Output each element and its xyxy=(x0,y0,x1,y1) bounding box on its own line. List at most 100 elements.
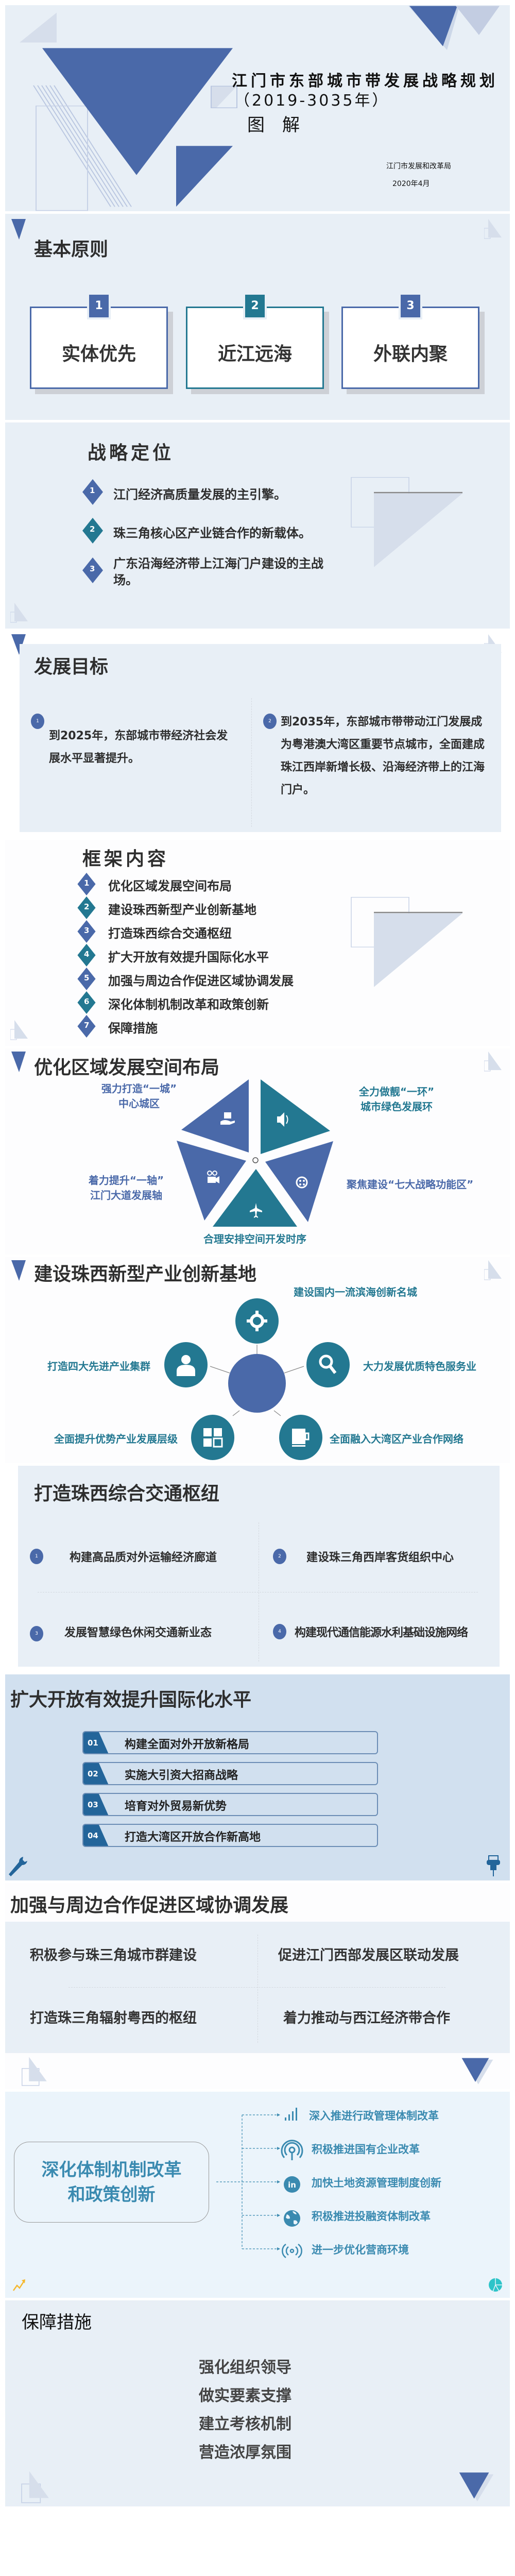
center-line-2: 和政策创新 xyxy=(67,2184,156,2205)
center-line-1: 深化体制机制改革 xyxy=(41,2160,182,2180)
diamond-badge xyxy=(82,479,103,505)
cooperation-item: 着力推动与西江经济带合作 xyxy=(283,2010,450,2026)
principles-slide: 基本原则 1 实体优先 2 近江远海 3 外联内聚 xyxy=(5,214,510,420)
corner-triangle-icon xyxy=(11,1260,26,1281)
diamond-badge xyxy=(77,896,96,919)
signal-bars-icon xyxy=(285,2108,297,2121)
decoration-triangle xyxy=(351,897,462,987)
label-bottom-right: 全面融入大湾区产业合作网络 xyxy=(330,1433,464,1445)
segment-sequence xyxy=(213,1169,297,1227)
label-top: 建设国内一流滨海创新名城 xyxy=(294,1286,417,1298)
layout-slide: 优化区域发展空间布局 强力打造“一城”中心城区 全力做靓“一环”城市绿色发展环 … xyxy=(5,1048,510,1255)
pie-chart-icon xyxy=(489,2278,502,2292)
corner-page-icon xyxy=(10,1020,28,1040)
number-dot: 1 xyxy=(31,714,44,729)
divider xyxy=(251,698,252,827)
section-title: 优化区域发展空间布局 xyxy=(34,1057,220,1078)
item-text: 珠三角核心区产业链合作的新载体。 xyxy=(113,526,311,540)
item-text: 江门经济高质量发展的主引擎。 xyxy=(113,487,286,502)
plug-icon xyxy=(487,1855,500,1876)
badge-number: 7 xyxy=(84,1021,90,1030)
linkedin-icon: in xyxy=(284,2176,300,2193)
goals-slide: 发展目标 1 到2025年，东部城市带经济社会发展水平显著提升。 2 到2035… xyxy=(5,631,510,837)
safeguard-item: 强化组织领导 xyxy=(199,2359,291,2377)
badge-number: 3 xyxy=(84,926,90,935)
cover-slide: 江门市东部城市带发展战略规划 （2019-3035年） 图 解 江门市发展和改革… xyxy=(5,5,510,211)
badge-number: 3 xyxy=(90,564,95,573)
corner-page-icon xyxy=(21,2471,49,2503)
diamond-badge xyxy=(77,1015,96,1038)
reform-item: 进一步优化营商环境 xyxy=(312,2244,409,2256)
number-dot: 1 xyxy=(30,1549,43,1564)
segment-zones xyxy=(265,1141,333,1222)
wrench-icon xyxy=(9,1857,27,1876)
gear-icon xyxy=(235,1298,279,1344)
cup-icon xyxy=(279,1415,322,1460)
diamond-badge xyxy=(77,920,96,943)
badge-number: 6 xyxy=(84,997,90,1006)
podcast-icon xyxy=(281,2140,303,2160)
item-text: 建设珠三角西岸客货组织中心 xyxy=(306,1551,454,1564)
principle-card: 3 外联内聚 xyxy=(341,293,479,389)
search-icon xyxy=(306,1342,350,1387)
item-text: 建设珠西新型产业创新基地 xyxy=(108,903,256,917)
card-label: 外联内聚 xyxy=(373,344,448,365)
grid-icon xyxy=(191,1415,234,1460)
globe-icon xyxy=(284,2210,300,2227)
principle-card: 1 实体优先 xyxy=(30,293,168,389)
cover-subtitle: 图 解 xyxy=(247,115,300,135)
transport-slide: 打造珠西综合交通枢纽 1 构建高品质对外运输经济廊道 2 建设珠三角西岸客货组织… xyxy=(5,1466,510,1672)
number-dot: 4 xyxy=(273,1624,286,1639)
badge-number: 5 xyxy=(84,973,90,982)
diamond-badge xyxy=(77,944,96,967)
section-title: 保障措施 xyxy=(22,2312,92,2333)
diamond-badge xyxy=(77,968,96,990)
principle-card: 2 近江远海 xyxy=(186,293,324,389)
diamond-badge xyxy=(82,557,103,583)
svg-text:in: in xyxy=(288,2180,296,2190)
video-camera-icon xyxy=(207,1171,219,1183)
cooperation-item: 打造珠三角辐射粤西的枢纽 xyxy=(30,2010,197,2026)
connector-arrows xyxy=(210,1345,304,1416)
number-dot: 2 xyxy=(263,714,277,729)
divider-horizontal xyxy=(68,1987,445,1988)
broadcast-icon xyxy=(282,2243,302,2259)
user-icon xyxy=(164,1342,208,1387)
goal-text: 到2035年，东部城市带带动江门发展成为粤港澳大湾区重要节点城市，全面建成珠江西… xyxy=(281,716,485,796)
item-text: 构建现代通信能源水利基础设施网络 xyxy=(295,1626,468,1639)
hand-box-icon xyxy=(220,1112,235,1125)
item-text: 打造珠西综合交通枢纽 xyxy=(108,926,232,941)
reform-item: 深入推进行政管理体制改革 xyxy=(309,2110,439,2122)
cooperation-item: 促进江门西部发展区联动发展 xyxy=(278,1947,459,1963)
pentagon-diagram xyxy=(177,1079,333,1227)
film-reel-icon xyxy=(296,1176,308,1189)
corner-triangle-icon xyxy=(461,2058,493,2084)
cover-date: 2020年4月 xyxy=(392,180,430,188)
trend-up-icon xyxy=(12,2279,25,2291)
diamond-badge xyxy=(77,873,96,895)
label-zones: 聚焦建设“七大战略功能区” xyxy=(347,1178,474,1191)
section-title: 打造珠西综合交通枢纽 xyxy=(34,1483,220,1504)
cooperation-item: 积极参与珠三角城市群建设 xyxy=(30,1947,197,1963)
label-sequence: 合理安排空间开发时序 xyxy=(203,1233,306,1245)
cover-years: （2019-3035年） xyxy=(234,92,390,110)
goal-text: 到2025年，东部城市带经济社会发展水平显著提升。 xyxy=(49,730,228,765)
badge-number: 1 xyxy=(90,486,95,495)
card-number: 3 xyxy=(399,293,422,319)
reform-slide: 深化体制机制改革 和政策创新 in 深入推进行政管理体制改革 积极推进国有企业改… xyxy=(5,2092,510,2298)
section-title: 建设珠西新型产业创新基地 xyxy=(34,1264,257,1285)
card-label: 实体优先 xyxy=(61,344,136,365)
item-text: 加强与周边合作促进区域协调发展 xyxy=(108,974,294,988)
corner-page-icon xyxy=(484,219,502,239)
decoration-triangle xyxy=(351,477,462,567)
corner-triangle-icon xyxy=(11,634,26,655)
corner-page-icon xyxy=(22,2057,47,2086)
label-right: 大力发展优质特色服务业 xyxy=(363,1360,476,1372)
reform-center-box: 深化体制机制改革 和政策创新 xyxy=(14,2142,209,2223)
label-ring: 全力做靓“一环”城市绿色发展环 xyxy=(358,1086,435,1113)
cover-publisher: 江门市发展和改革局 xyxy=(386,162,451,171)
